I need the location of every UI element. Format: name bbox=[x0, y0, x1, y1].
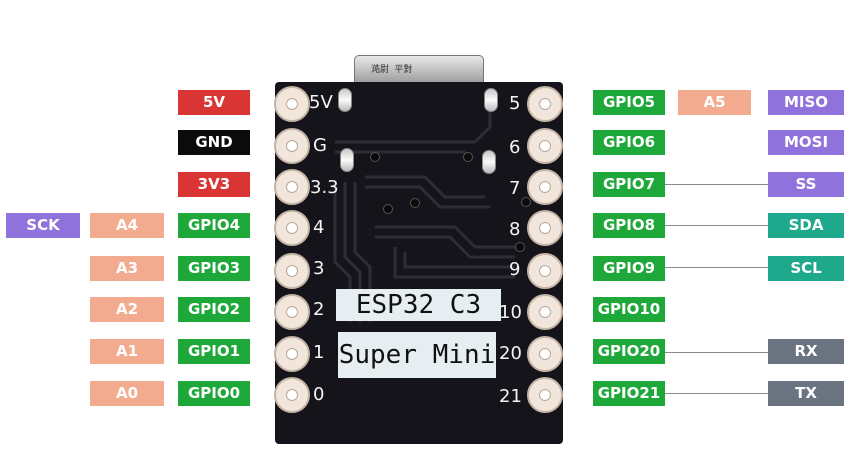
led bbox=[340, 148, 354, 172]
label-ss: SS bbox=[768, 172, 844, 197]
connector-line bbox=[665, 393, 770, 394]
via bbox=[515, 242, 525, 252]
label-sck: SCK bbox=[6, 213, 80, 238]
label-gpio10: GPIO10 bbox=[593, 297, 665, 322]
via bbox=[521, 197, 531, 207]
pin-pad-left bbox=[274, 210, 310, 246]
label-gpio21: GPIO21 bbox=[593, 381, 665, 406]
pin-pad-right bbox=[527, 253, 563, 289]
label-gpio2: GPIO2 bbox=[178, 297, 250, 322]
connector-line bbox=[665, 184, 770, 185]
silk-right-6: 6 bbox=[509, 137, 521, 158]
pin-pad-right bbox=[527, 377, 563, 413]
chip-label-esp32: ESP32 C3 bbox=[336, 289, 501, 321]
pin-pad-right bbox=[527, 210, 563, 246]
silk-left-3: 3 bbox=[313, 258, 325, 279]
connector-line bbox=[665, 267, 770, 268]
pin-pad-left bbox=[274, 128, 310, 164]
pin-pad-right bbox=[527, 169, 563, 205]
chip-label-super-mini: Super Mini bbox=[338, 332, 496, 378]
label-gpio0: GPIO0 bbox=[178, 381, 250, 406]
label-gpio6: GPIO6 bbox=[593, 130, 665, 155]
usb-label: 澔尉 平對 bbox=[371, 65, 413, 75]
label-gpio20: GPIO20 bbox=[593, 339, 665, 364]
silk-right-20: 20 bbox=[499, 343, 522, 364]
label-miso: MISO bbox=[768, 90, 844, 115]
silk-right-9: 9 bbox=[509, 259, 521, 280]
connector-line bbox=[665, 352, 770, 353]
via bbox=[463, 152, 473, 162]
label-gnd: GND bbox=[178, 130, 250, 155]
pcb-traces bbox=[333, 112, 515, 322]
silk-left-2: 2 bbox=[313, 299, 325, 320]
silk-left-4: 4 bbox=[313, 217, 325, 238]
pin-pad-right bbox=[527, 336, 563, 372]
label-a4: A4 bbox=[90, 213, 164, 238]
via bbox=[410, 198, 420, 208]
label-a3: A3 bbox=[90, 256, 164, 281]
label-a2: A2 bbox=[90, 297, 164, 322]
pin-pad-left bbox=[274, 336, 310, 372]
label-mosi: MOSI bbox=[768, 130, 844, 155]
silk-right-10: 10 bbox=[499, 302, 522, 323]
label-gpio3: GPIO3 bbox=[178, 256, 250, 281]
label-gpio8: GPIO8 bbox=[593, 213, 665, 238]
pin-pad-left bbox=[274, 294, 310, 330]
silk-left-1: 1 bbox=[313, 342, 325, 363]
label-gpio5: GPIO5 bbox=[593, 90, 665, 115]
label-5v: 5V bbox=[178, 90, 250, 115]
pin-pad-left bbox=[274, 86, 310, 122]
pin-pad-right bbox=[527, 128, 563, 164]
label-a0: A0 bbox=[90, 381, 164, 406]
pin-pad-left bbox=[274, 377, 310, 413]
via bbox=[370, 152, 380, 162]
led bbox=[338, 88, 352, 112]
label-a1: A1 bbox=[90, 339, 164, 364]
label-gpio9: GPIO9 bbox=[593, 256, 665, 281]
silk-left-0: 0 bbox=[313, 384, 325, 405]
silk-left-g: G bbox=[313, 135, 327, 156]
label-gpio4: GPIO4 bbox=[178, 213, 250, 238]
label-scl: SCL bbox=[768, 256, 844, 281]
silk-right-21: 21 bbox=[499, 386, 522, 407]
label-sda: SDA bbox=[768, 213, 844, 238]
label-gpio1: GPIO1 bbox=[178, 339, 250, 364]
pin-pad-right bbox=[527, 86, 563, 122]
led bbox=[482, 150, 496, 174]
label-gpio7: GPIO7 bbox=[593, 172, 665, 197]
connector-line bbox=[665, 225, 770, 226]
label-a5: A5 bbox=[678, 90, 751, 115]
silk-left-5v: 5V bbox=[309, 92, 333, 113]
usb-c-connector: 澔尉 平對 bbox=[354, 55, 484, 85]
pin-pad-left bbox=[274, 169, 310, 205]
pin-pad-right bbox=[527, 294, 563, 330]
label-tx: TX bbox=[768, 381, 844, 406]
silk-right-8: 8 bbox=[509, 219, 521, 240]
silk-right-5: 5 bbox=[509, 93, 521, 114]
silk-right-7: 7 bbox=[509, 178, 521, 199]
label-3v3: 3V3 bbox=[178, 172, 250, 197]
label-rx: RX bbox=[768, 339, 844, 364]
esp32-c3-board bbox=[275, 82, 563, 444]
pin-pad-left bbox=[274, 253, 310, 289]
silk-left-3v3: 3.3 bbox=[310, 177, 339, 198]
via bbox=[383, 204, 393, 214]
led bbox=[484, 88, 498, 112]
